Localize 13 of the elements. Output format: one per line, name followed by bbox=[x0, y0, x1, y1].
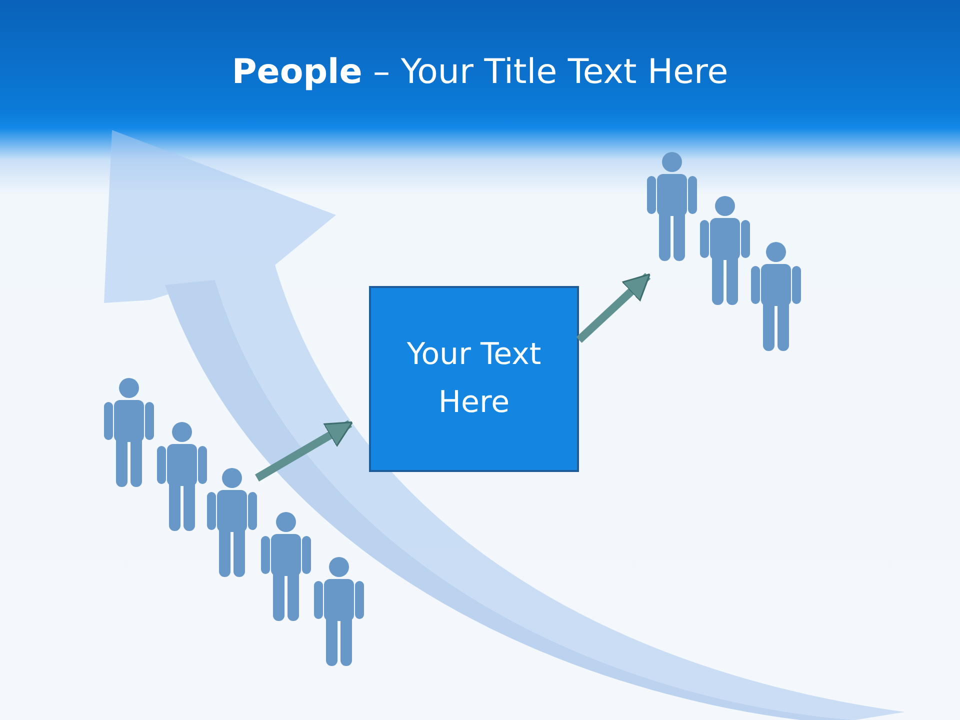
person-icon bbox=[314, 556, 364, 666]
box-text: Your Text Here bbox=[406, 336, 542, 422]
text-box bbox=[369, 286, 579, 472]
slide-title: People – Your Title Text Here bbox=[232, 52, 728, 92]
person-icon bbox=[207, 467, 257, 577]
arrow bbox=[254, 420, 353, 482]
arrow bbox=[576, 273, 651, 343]
person-icon bbox=[647, 151, 697, 261]
person-icon bbox=[751, 241, 801, 351]
person-icon bbox=[261, 511, 311, 621]
person-icon bbox=[700, 195, 750, 305]
person-icon bbox=[104, 377, 154, 487]
person-icon bbox=[157, 421, 207, 531]
